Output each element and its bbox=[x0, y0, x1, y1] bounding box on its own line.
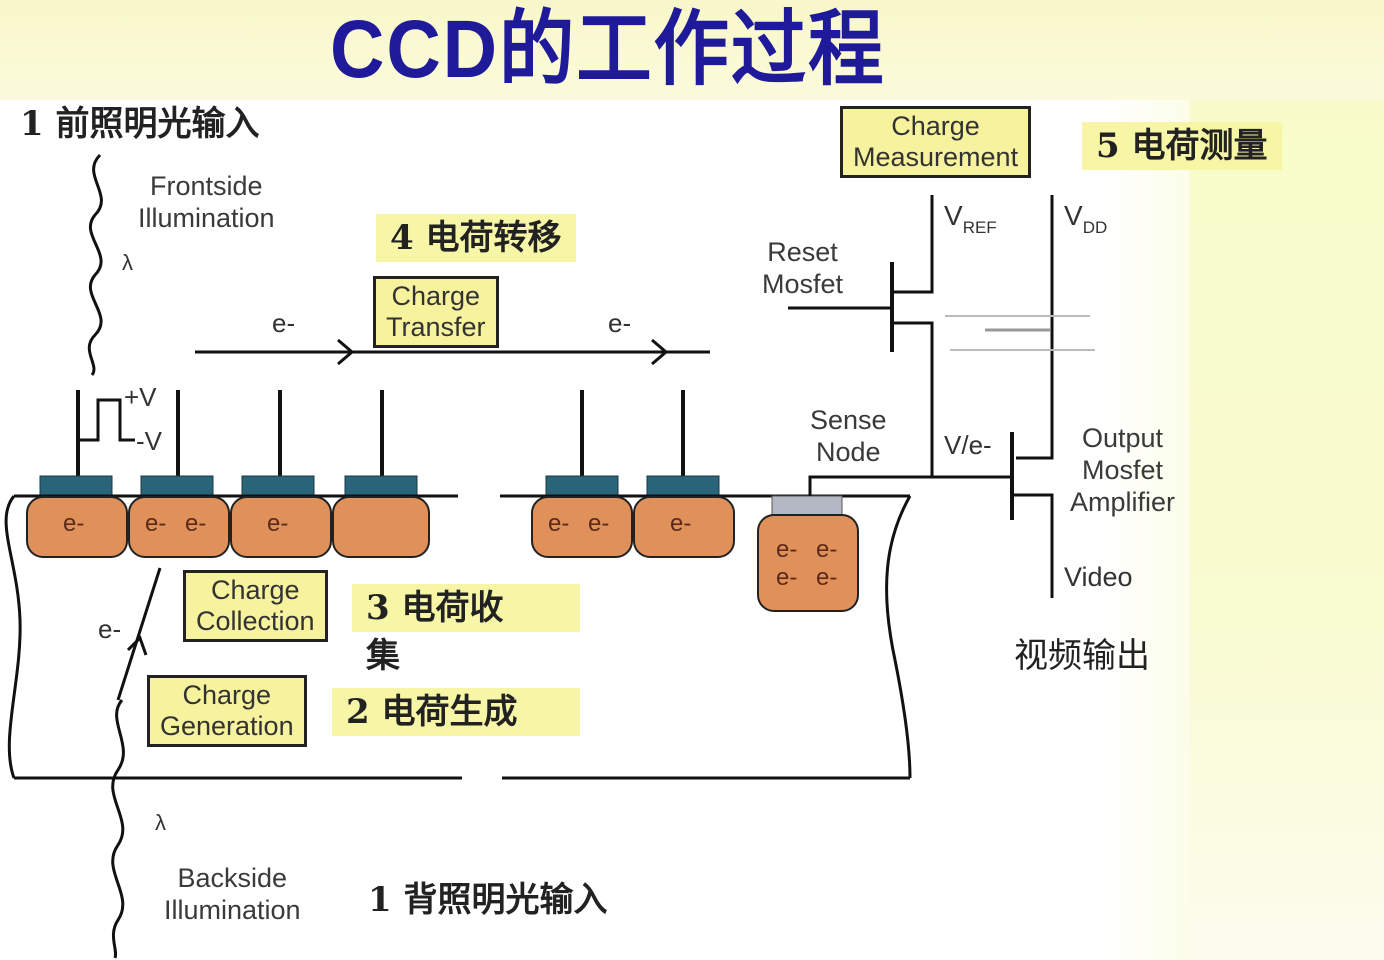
gate-electrode bbox=[646, 475, 720, 497]
minus-v-label: -V bbox=[136, 426, 162, 456]
well-electron: e- bbox=[670, 510, 692, 537]
frontside-label-line2: Illumination bbox=[138, 203, 275, 233]
reset-mosfet-label: Reset Mosfet bbox=[762, 236, 843, 300]
frontside-label-line1: Frontside bbox=[150, 171, 263, 201]
potential-well bbox=[230, 496, 332, 558]
charge-generation-box: Charge Generation bbox=[147, 675, 307, 747]
charge-collection-box-line2: Collection bbox=[196, 606, 315, 636]
well-electron: e- bbox=[267, 510, 289, 537]
charge-transfer-box: Charge Transfer bbox=[373, 276, 499, 348]
charge-collection-box-line1: Charge bbox=[211, 575, 300, 605]
vref-main: V bbox=[944, 200, 963, 231]
substrate-left-edge bbox=[4, 495, 22, 779]
well-electron: e- bbox=[185, 510, 207, 537]
vdd-sub: DD bbox=[1082, 218, 1108, 237]
potential-well bbox=[26, 496, 128, 558]
reset-mosfet-label-line2: Mosfet bbox=[762, 269, 844, 299]
title-background bbox=[0, 0, 1384, 100]
frontside-label: Frontside Illumination bbox=[138, 170, 275, 234]
vdd-main: V bbox=[1064, 200, 1083, 231]
step-charge-measurement: 5 电荷测量 bbox=[1082, 122, 1282, 170]
clock-waveform bbox=[78, 398, 135, 442]
vref-sub: REF bbox=[962, 218, 997, 237]
output-mosfet-label-line2: Mosfet bbox=[1082, 455, 1164, 485]
charge-measurement-box-line2: Measurement bbox=[853, 142, 1019, 172]
charge-generation-box-line2: Generation bbox=[160, 711, 294, 741]
sense-node-well bbox=[757, 514, 859, 612]
sense-node-wire bbox=[808, 475, 1012, 496]
frontside-light-wave bbox=[87, 153, 103, 376]
reset-drain bbox=[894, 195, 934, 294]
gate-electrode bbox=[140, 475, 214, 497]
reset-mosfet-label-line1: Reset bbox=[767, 237, 838, 267]
sense-node-electron: e- bbox=[816, 564, 838, 591]
sense-node-label-line1: Sense bbox=[810, 405, 887, 435]
electron-path bbox=[116, 567, 162, 701]
potential-well bbox=[531, 496, 633, 558]
video-output-label: 视频输出 bbox=[1014, 636, 1150, 676]
charge-generation-box-line1: Charge bbox=[182, 680, 272, 710]
page-title: CCD的工作过程 bbox=[330, 4, 886, 95]
charge-measurement-box-line1: Charge bbox=[891, 111, 980, 141]
backside-label-line1: Backside bbox=[177, 863, 288, 893]
gate-electrode bbox=[39, 475, 113, 497]
lambda-front: λ bbox=[122, 250, 133, 275]
potential-well bbox=[332, 496, 430, 558]
sense-node-electron: e- bbox=[816, 536, 838, 563]
v-per-e-label: V/e- bbox=[944, 430, 992, 460]
potential-well bbox=[633, 496, 735, 558]
plus-v-label: +V bbox=[124, 382, 157, 412]
gate-electrode bbox=[344, 475, 418, 497]
substrate-right-edge bbox=[885, 495, 912, 779]
vdd-label: VDD bbox=[1064, 200, 1107, 238]
sense-node-gate bbox=[771, 495, 843, 517]
charge-measurement-box: Charge Measurement bbox=[840, 106, 1032, 178]
step-charge-collection: 3 电荷收 bbox=[352, 584, 580, 632]
video-label: Video bbox=[1064, 562, 1133, 592]
backside-label-line2: Illumination bbox=[164, 895, 301, 925]
well-electron: e- bbox=[63, 510, 85, 537]
transfer-arrowhead-2 bbox=[651, 338, 669, 366]
step-charge-collection-line2: 集 bbox=[366, 636, 400, 676]
charge-transfer-box-line2: Transfer bbox=[386, 312, 486, 342]
sense-node-electron: e- bbox=[776, 564, 798, 591]
well-electron: e- bbox=[145, 510, 167, 537]
step-charge-transfer: 4 电荷转移 bbox=[376, 214, 576, 262]
charge-transfer-box-line1: Charge bbox=[391, 281, 481, 311]
step-charge-generation: 2 电荷生成 bbox=[332, 688, 580, 736]
output-mosfet-label-line3: Amplifier bbox=[1070, 487, 1176, 517]
gate-electrode bbox=[241, 475, 315, 497]
reset-source bbox=[894, 321, 934, 477]
transfer-electron-1: e- bbox=[272, 308, 296, 338]
well-electron: e- bbox=[548, 510, 570, 537]
step-charge-collection-line1: 3 电荷收 bbox=[366, 588, 504, 628]
charge-collection-box: Charge Collection bbox=[183, 570, 328, 642]
output-mosfet-label-line1: Output bbox=[1081, 423, 1164, 453]
potential-well bbox=[128, 496, 230, 558]
backside-label: Backside Illumination bbox=[164, 862, 301, 926]
output-mosfet-label: Output Mosfet Amplifier bbox=[1070, 422, 1175, 518]
electron-arrow bbox=[126, 635, 148, 656]
vdd-rail bbox=[1016, 195, 1054, 460]
generated-electron: e- bbox=[98, 614, 122, 644]
backside-light-wave bbox=[111, 699, 125, 959]
sense-node-label-line2: Node bbox=[816, 437, 881, 467]
sense-node-label: Sense Node bbox=[810, 404, 887, 468]
transfer-arrowhead-1 bbox=[337, 338, 355, 366]
output-source bbox=[1014, 493, 1054, 598]
transfer-electron-2: e- bbox=[608, 308, 632, 338]
gate-electrode bbox=[545, 475, 619, 497]
vref-label: VREF bbox=[944, 200, 997, 238]
sense-node-electron: e- bbox=[776, 536, 798, 563]
well-electron: e- bbox=[588, 510, 610, 537]
step-back-input: 1 背照明光输入 bbox=[368, 880, 608, 920]
right-background bbox=[1190, 100, 1384, 960]
lambda-back: λ bbox=[155, 810, 166, 835]
step-front-input: 1 前照明光输入 bbox=[20, 104, 260, 144]
